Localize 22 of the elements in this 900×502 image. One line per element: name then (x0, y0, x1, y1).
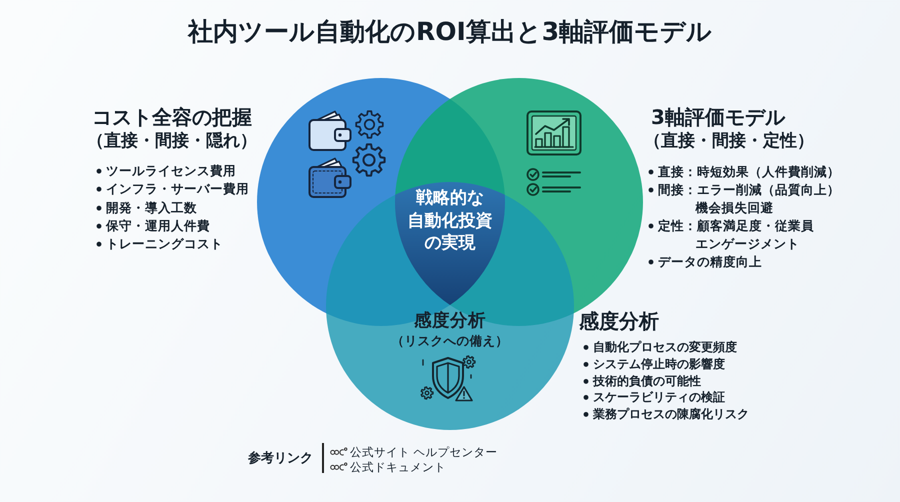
list-item: システム停止時の影響度 (583, 356, 725, 373)
reference-text: 公式ドキュメント (350, 460, 446, 474)
list-item: 業務プロセスの陳腐化リスク (583, 406, 749, 423)
list-item: 技術的負債の可能性 (583, 372, 701, 390)
list-item: 自動化プロセスの変更頻度 (583, 339, 737, 356)
section-heading: 3軸評価モデル (651, 105, 785, 130)
section-heading: コスト全容の把握 (92, 105, 252, 130)
list-item: データの精度向上 (648, 253, 762, 271)
title: 社内ツール自動化のROI算出と3軸評価モデル (188, 16, 712, 48)
list-item: 開発・導入工数 (96, 198, 197, 217)
list-item: ツールライセンス費用 (96, 162, 236, 180)
reference-label: 参考リンク (248, 451, 313, 468)
section-heading: 感度分析 (579, 309, 659, 334)
list-item: 保守・運用人件費 (96, 216, 210, 236)
list-item: 機会損失回避 (694, 199, 774, 217)
section-subheading: （直接・間接・定性） (644, 131, 814, 152)
section-subheading: （直接・間接・隠れ） (87, 131, 257, 152)
list-item: 定性：顧客満足度・従業員エンゲージメント (648, 217, 814, 253)
center-text: 戦略的な自動化投資の実現 (407, 187, 492, 254)
section-heading: 感度分析 (414, 311, 486, 333)
section-subheading: （リスクへの備え） (392, 333, 508, 349)
reference-text: 公式サイト ヘルプセンター (350, 445, 498, 460)
